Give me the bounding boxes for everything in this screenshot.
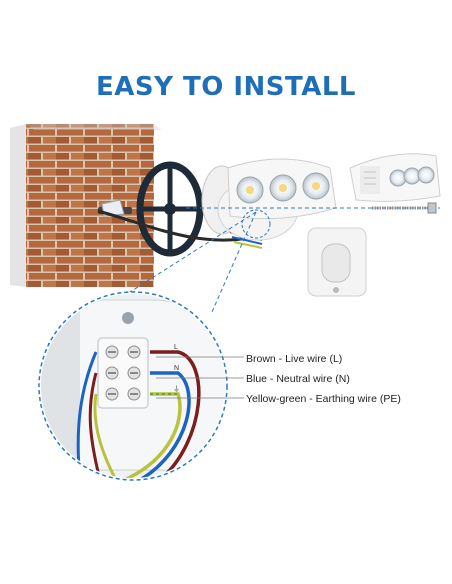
svg-text:N: N (174, 365, 179, 372)
motion-sensor (307, 227, 367, 297)
floodlight-head-secondary (349, 153, 441, 202)
wire-label-earth: Yellow-green - Earthing wire (PE) (246, 393, 401, 405)
wire-label-neutral: Blue - Neutral wire (N) (246, 373, 350, 385)
svg-text:L: L (174, 344, 178, 351)
mounting-plate (136, 161, 204, 257)
wire-label-live: Brown - Live wire (L) (246, 353, 343, 365)
screw (372, 202, 437, 214)
svg-text:⏚: ⏚ (173, 385, 180, 393)
page-title: EASY TO INSTALL (95, 72, 356, 102)
brick-wall (10, 124, 162, 287)
terminal-block-zoom: L N ⏚ (38, 291, 228, 481)
